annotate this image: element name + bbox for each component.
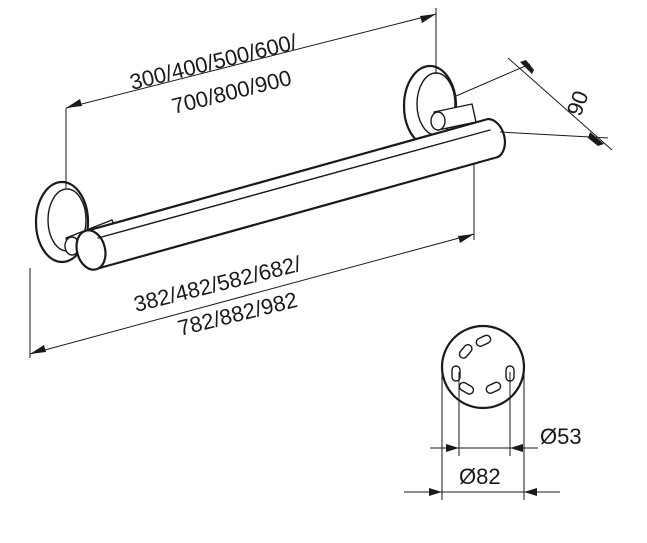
- rosette-diameter-label: Ø82: [459, 464, 501, 489]
- overall-length-dimension: [29, 164, 475, 358]
- rosette-front-view: [440, 324, 526, 410]
- grab-bar-tube: [75, 117, 506, 271]
- tube-diameter-label: Ø53: [540, 424, 582, 449]
- projection-dimension: [455, 57, 613, 151]
- right-standoff-post: [430, 103, 477, 131]
- rosette-diameter-dimension: [404, 372, 560, 500]
- tube-diameter-dimension: [430, 372, 538, 456]
- hole-spacing-dimension: [65, 8, 437, 188]
- projection-label: 90: [562, 87, 594, 119]
